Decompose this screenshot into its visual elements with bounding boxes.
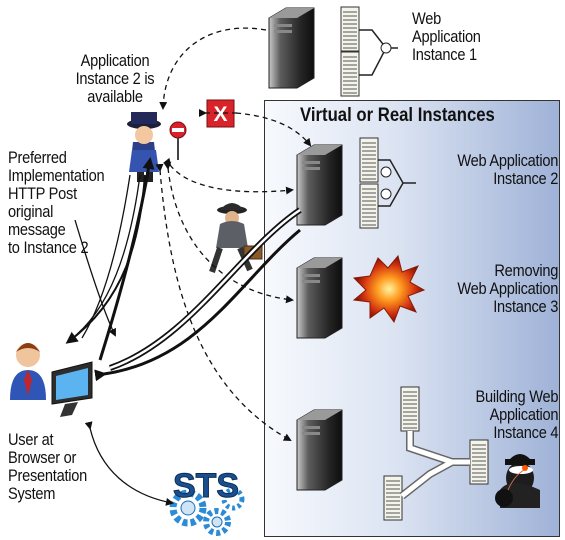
document-stack-icon [383, 386, 489, 521]
dashed-connectors [155, 27, 312, 441]
user-icon [10, 343, 46, 400]
label-removing-instance-3: Removing Web Application Instance 3 [457, 261, 558, 316]
connector-dashed [159, 27, 267, 110]
label-web-app-instance-1: Web Application Instance 1 [412, 9, 481, 64]
connector-dashed [163, 157, 294, 195]
bold-connectors [65, 157, 302, 382]
label-instance-2-available: Application Instance 2 is available [75, 51, 155, 106]
connector-bold [94, 228, 301, 382]
connector-bold [109, 208, 301, 370]
guard-icon [127, 112, 161, 182]
connector-bold [98, 157, 155, 361]
label-building-instance-4: Building Web Application Instance 4 [475, 387, 558, 442]
label-web-app-instance-2: Web Application Instance 2 [457, 151, 558, 188]
server-icon [296, 257, 343, 339]
connector-dashed [155, 163, 292, 441]
label-user: User at Browser or Presentation System [8, 430, 87, 503]
connector-bold [65, 174, 146, 344]
explosion-icon [352, 254, 426, 324]
computer-monitor-icon [51, 361, 93, 417]
stop-sign-icon [169, 121, 187, 160]
thief-icon [209, 203, 263, 273]
sts-logo: STS [173, 467, 239, 505]
server-icon [296, 409, 343, 491]
document-stack-icon [359, 137, 416, 229]
bomber-icon [495, 454, 540, 508]
blocked-mark-text: X [213, 103, 227, 126]
connector-dashed [235, 112, 312, 147]
gear-icon [169, 487, 245, 536]
label-preferred-implementation: Preferred Implementation HTTP Post origi… [8, 148, 105, 257]
server-icon [296, 144, 343, 226]
blocked-marker: X [206, 99, 235, 128]
server-icon [268, 7, 315, 89]
connector-solid [84, 421, 174, 506]
document-stack-icon [340, 6, 398, 97]
panel-title: Virtual or Real Instances [300, 105, 495, 126]
